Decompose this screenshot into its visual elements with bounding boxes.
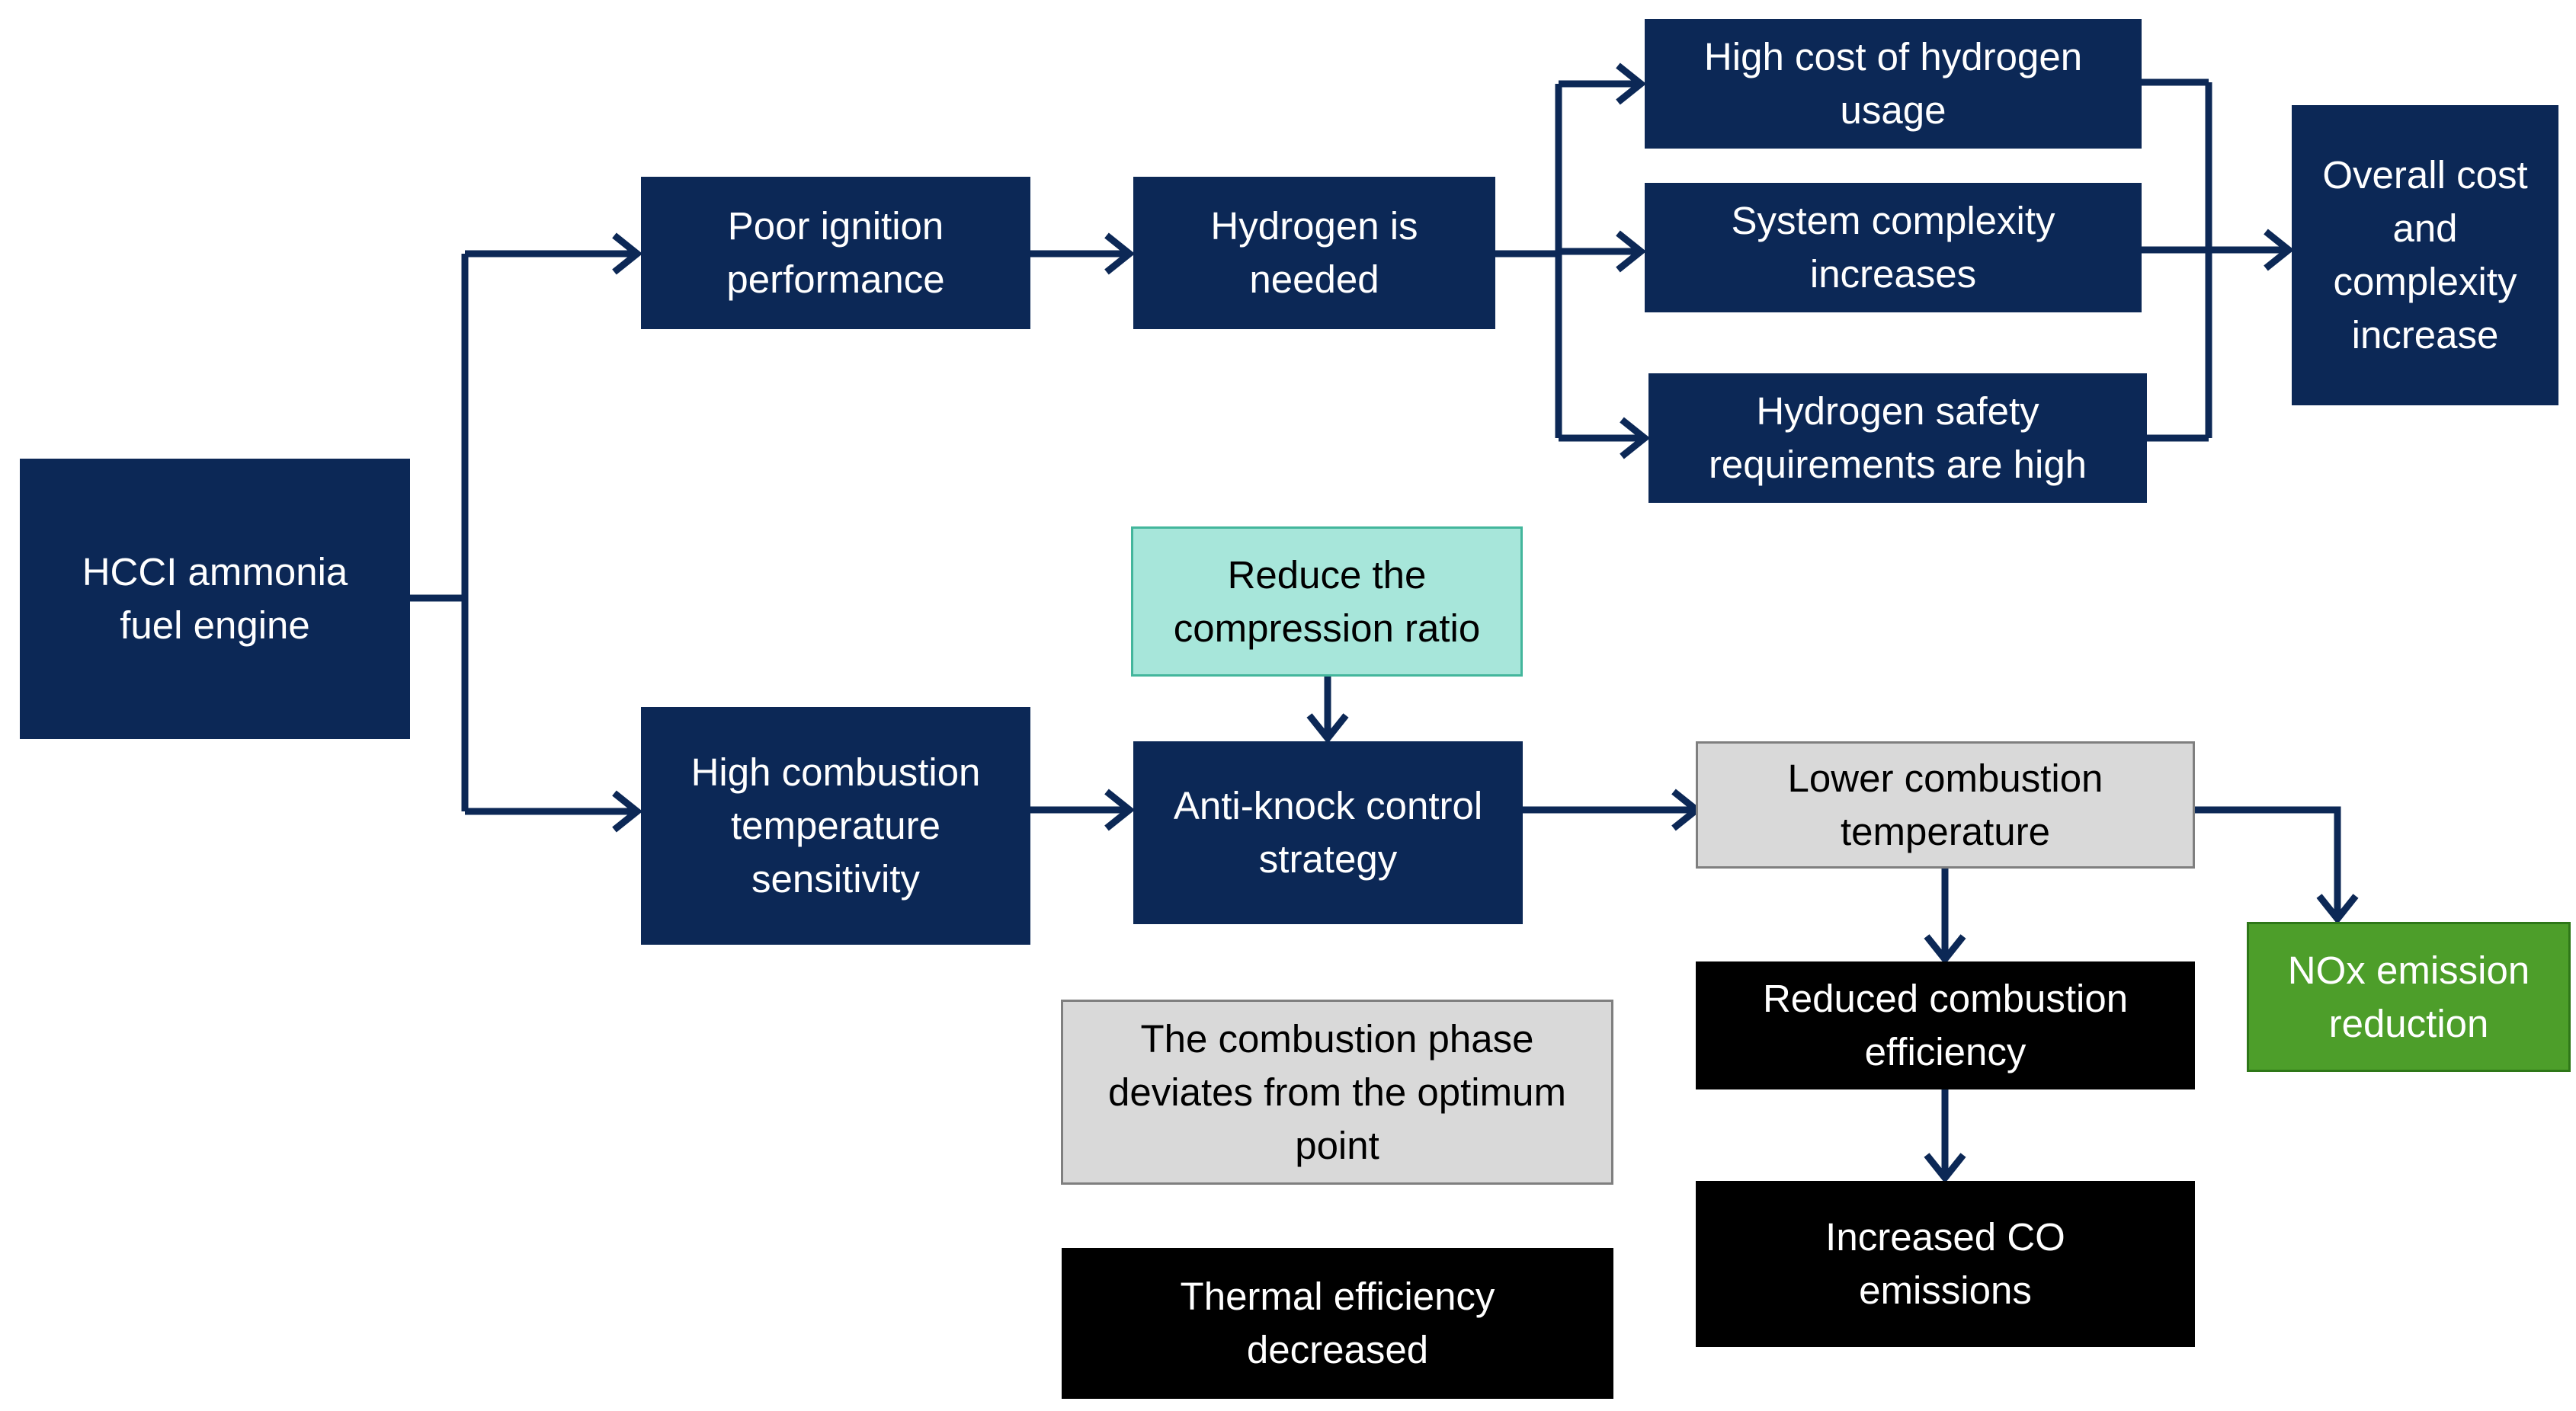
node-poor-ignition: Poor ignition performance xyxy=(641,177,1030,329)
node-nox-reduction: NOx emission reduction xyxy=(2247,922,2571,1072)
node-hcci-engine-label: HCCI ammonia fuel engine xyxy=(82,550,348,647)
node-high-cost-hydrogen-label: High cost of hydrogen usage xyxy=(1703,35,2083,132)
node-thermal-efficiency: Thermal efficiency decreased xyxy=(1062,1248,1613,1399)
node-reduced-efficiency-label: Reduced combustion efficiency xyxy=(1762,977,2129,1073)
node-hcci-engine: HCCI ammonia fuel engine xyxy=(20,459,410,739)
node-reduce-compression: Reduce the compression ratio xyxy=(1131,526,1523,677)
arrowhead-overall xyxy=(2264,229,2295,271)
node-lower-combustion-temp: Lower combustion temperature xyxy=(1696,741,2195,869)
node-overall-cost: Overall cost and complexity increase xyxy=(2292,105,2558,405)
node-hydrogen-needed-label: Hydrogen is needed xyxy=(1210,204,1418,301)
arrowhead-hydrogen-needed xyxy=(1104,232,1136,275)
connector-outcomes-merge xyxy=(2142,78,2284,442)
node-hydrogen-needed: Hydrogen is needed xyxy=(1133,177,1495,329)
arrowhead-high-cost xyxy=(1616,62,1647,105)
arrowhead-poor-ignition xyxy=(612,232,643,275)
arrowhead-reduced-efficiency xyxy=(1924,934,1966,965)
node-reduce-compression-label: Reduce the compression ratio xyxy=(1173,552,1481,650)
node-reduced-efficiency: Reduced combustion efficiency xyxy=(1696,961,2195,1089)
arrowhead-high-temp xyxy=(612,790,643,833)
arrowhead-anti-knock xyxy=(1104,789,1136,831)
node-anti-knock: Anti-knock control strategy xyxy=(1133,741,1523,924)
node-combustion-phase-label: The combustion phase deviates from the o… xyxy=(1108,1016,1566,1167)
node-nox-reduction-label: NOx emission reduction xyxy=(2287,948,2530,1045)
connector-engine-branch xyxy=(410,254,469,811)
arrowhead-nox xyxy=(2316,894,2359,925)
node-hydrogen-safety: Hydrogen safety requirements are high xyxy=(1648,373,2147,503)
arrowhead-safety xyxy=(1620,417,1651,459)
node-increased-co-label: Increased CO emissions xyxy=(1825,1215,2065,1312)
node-thermal-efficiency-label: Thermal efficiency decreased xyxy=(1180,1275,1495,1371)
node-anti-knock-label: Anti-knock control strategy xyxy=(1173,784,1483,881)
node-system-complexity-label: System complexity increases xyxy=(1731,199,2055,296)
node-overall-cost-label: Overall cost and complexity increase xyxy=(2322,153,2528,357)
node-system-complexity: System complexity increases xyxy=(1645,183,2142,312)
connector-to-nox xyxy=(2195,806,2341,914)
node-high-temp-sensitivity-label: High combustion temperature sensitivity xyxy=(690,750,981,901)
arrowhead-complexity xyxy=(1616,230,1647,273)
node-high-cost-hydrogen: High cost of hydrogen usage xyxy=(1645,19,2142,149)
node-combustion-phase: The combustion phase deviates from the o… xyxy=(1061,1000,1613,1185)
arrowhead-anti-knock-top xyxy=(1306,713,1349,744)
arrowhead-increased-co xyxy=(1924,1153,1966,1184)
node-hydrogen-safety-label: Hydrogen safety requirements are high xyxy=(1708,389,2087,486)
node-high-temp-sensitivity: High combustion temperature sensitivity xyxy=(641,707,1030,945)
node-lower-combustion-temp-label: Lower combustion temperature xyxy=(1787,756,2103,853)
node-increased-co: Increased CO emissions xyxy=(1696,1181,2195,1347)
node-poor-ignition-label: Poor ignition performance xyxy=(726,204,945,301)
connector-hydrogen-fanout xyxy=(1495,84,1562,438)
